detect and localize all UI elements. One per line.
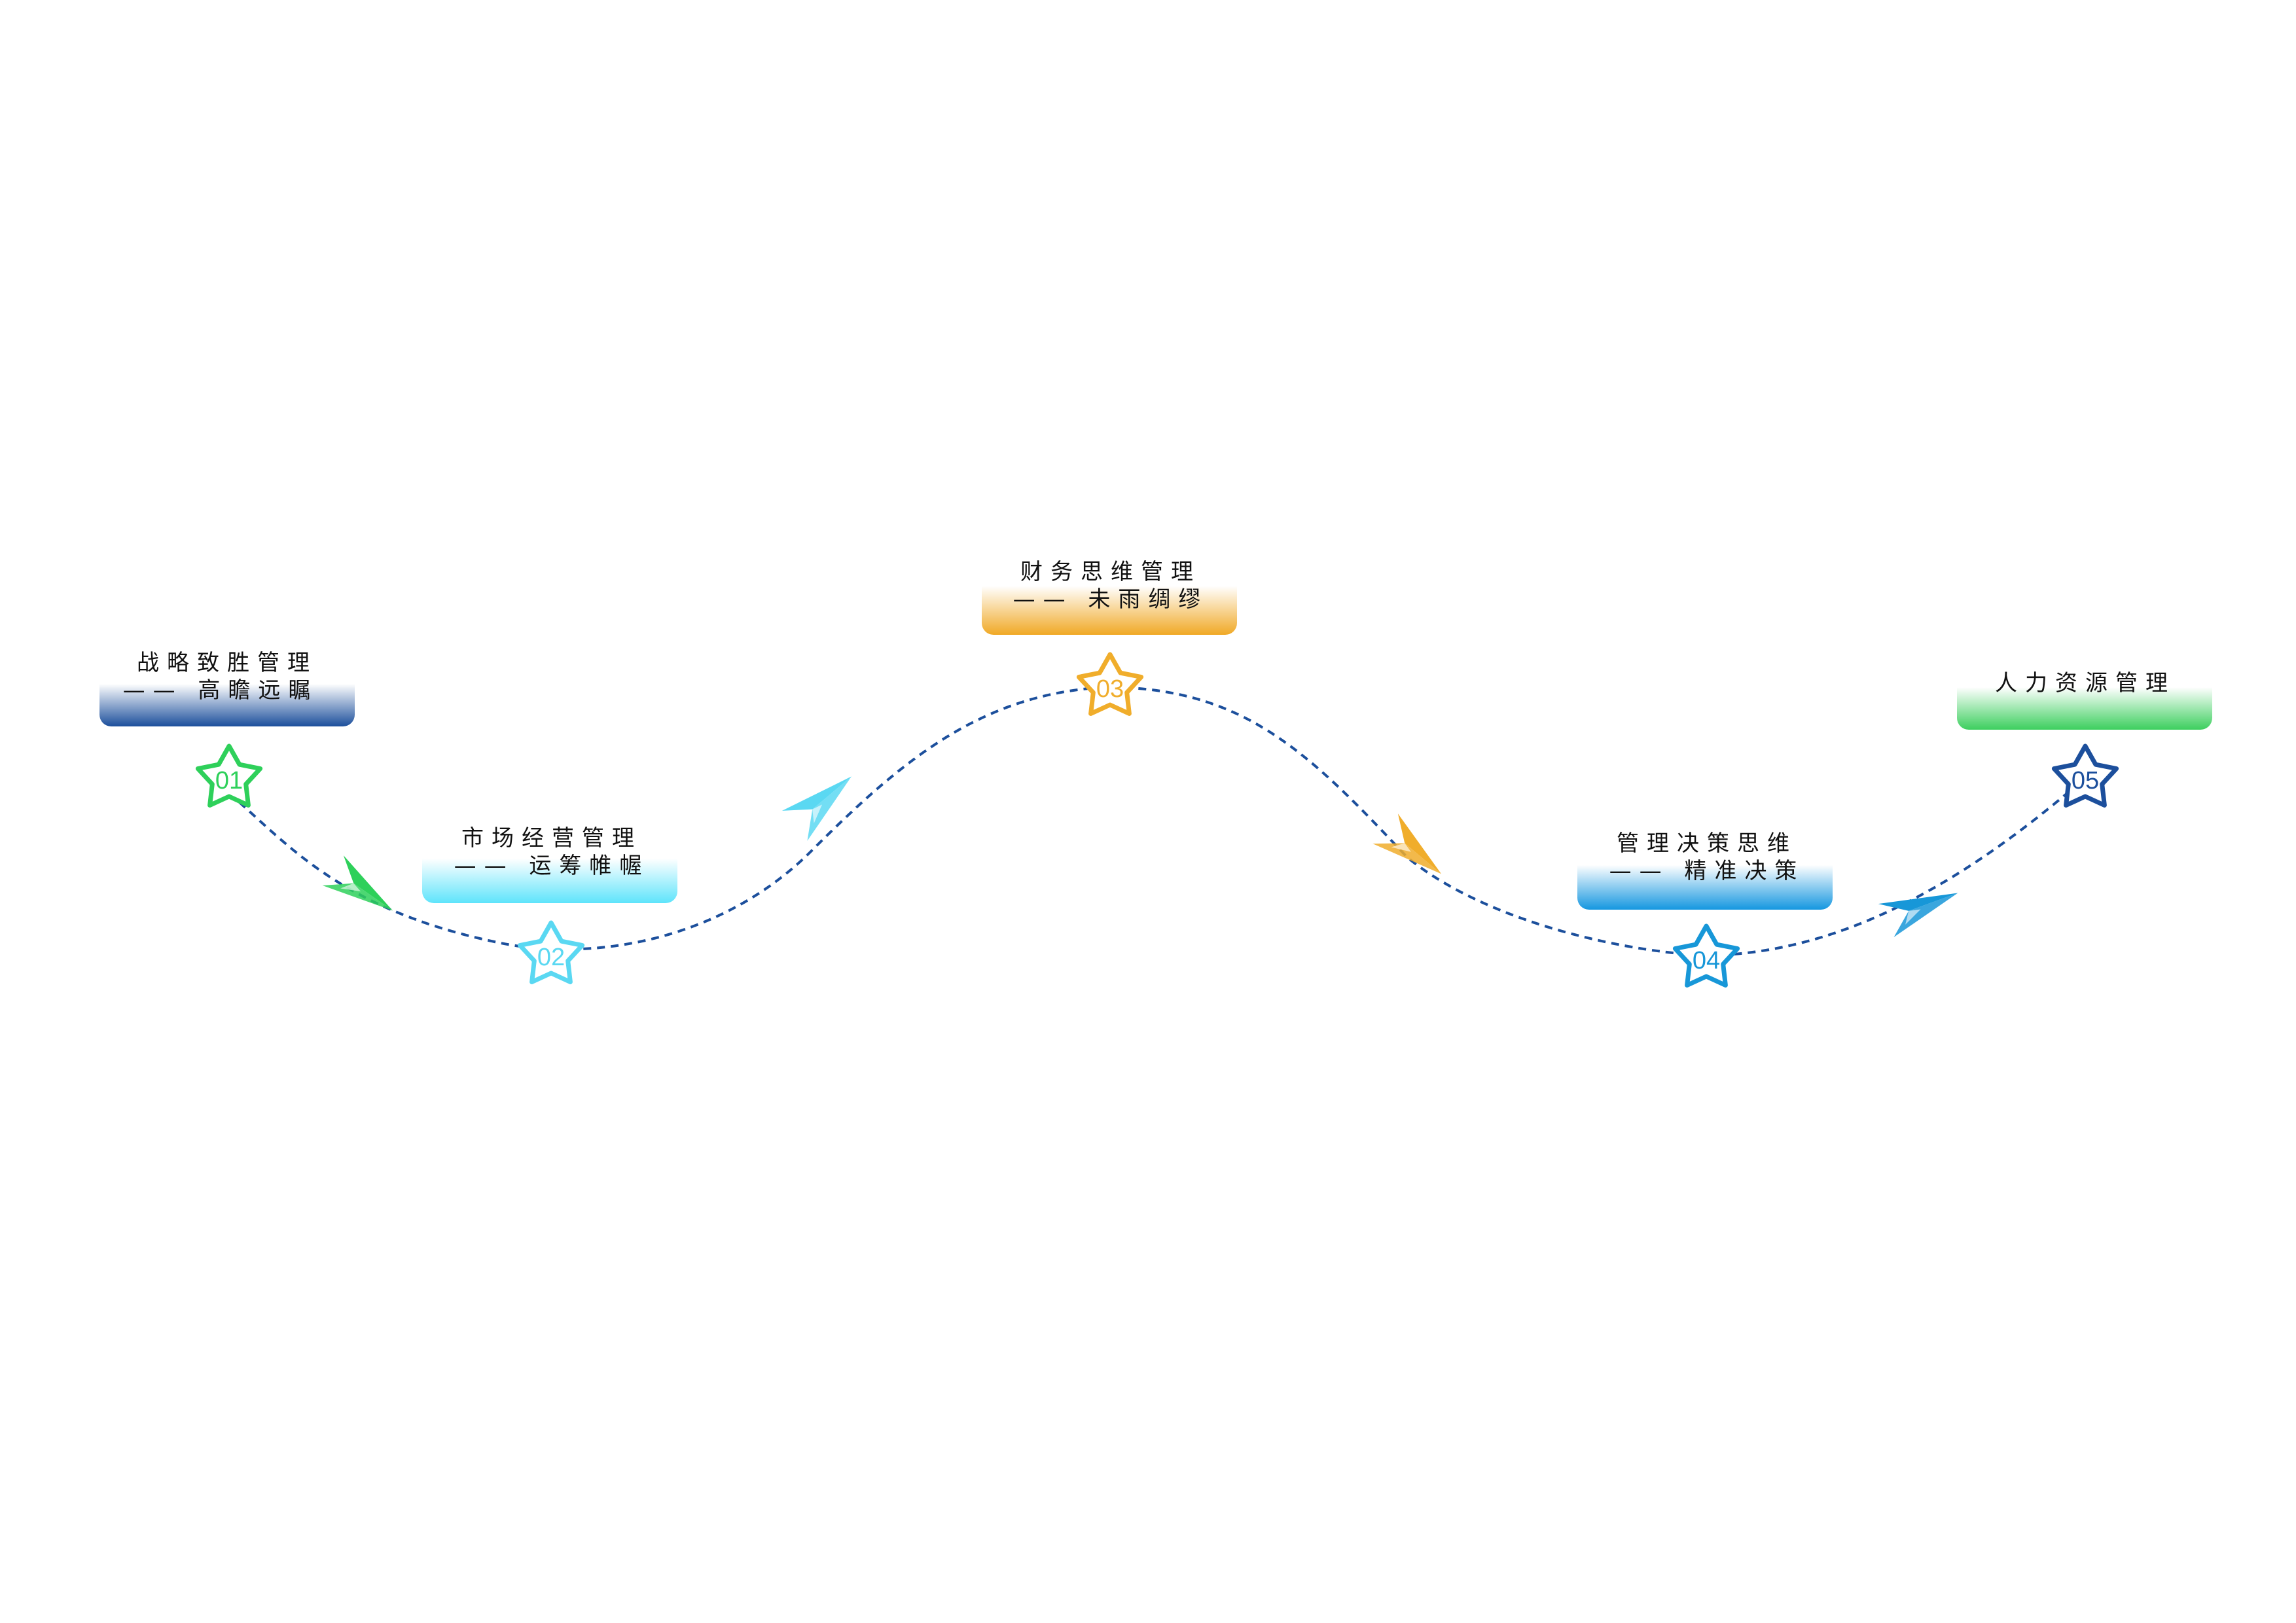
step-04-subtitle: —— 精准决策 <box>1609 858 1805 884</box>
step-05-label-box <box>1957 664 2212 730</box>
step-02-title: 市场经营管理 <box>461 825 642 851</box>
paper-plane-icon <box>781 776 852 841</box>
step-03: 财务思维管理 —— 未雨绸缪 03 <box>982 559 1237 716</box>
step-04-number: 04 <box>1693 947 1720 974</box>
step-04-label-box <box>1577 841 1833 910</box>
step-03-label-box <box>982 560 1237 635</box>
star-icon <box>1672 923 1740 988</box>
step-01-number: 01 <box>215 767 243 794</box>
step-01-label-box <box>99 661 355 726</box>
paper-plane-icon <box>1372 813 1442 874</box>
step-04-title: 管理决策思维 <box>1617 830 1797 857</box>
star-icon <box>2051 743 2119 808</box>
star-icon <box>1076 652 1144 716</box>
star-icon <box>195 743 263 808</box>
step-05-title: 人力资源管理 <box>1995 670 2176 696</box>
step-01: 战略致胜管理 —— 高瞻远瞩 01 <box>99 650 355 808</box>
step-05: 人力资源管理 05 <box>1957 664 2212 808</box>
paper-plane-icon <box>1878 893 1958 938</box>
step-02: 市场经营管理 —— 运筹帷幄 02 <box>422 825 677 984</box>
step-01-subtitle: —— 高瞻远瞩 <box>123 677 319 704</box>
dashed-route-line <box>228 685 2089 957</box>
step-02-number: 02 <box>537 944 565 971</box>
step-05-number: 05 <box>2072 767 2099 794</box>
step-03-title: 财务思维管理 <box>1020 559 1201 585</box>
paper-plane-icon <box>322 855 393 911</box>
step-01-title: 战略致胜管理 <box>137 650 317 676</box>
step-03-subtitle: —— 未雨绸缪 <box>1013 586 1209 613</box>
step-03-number: 03 <box>1096 675 1124 703</box>
step-04: 管理决策思维 —— 精准决策 04 <box>1577 830 1833 988</box>
step-02-subtitle: —— 运筹帷幄 <box>454 853 650 879</box>
step-02-label-box <box>422 834 677 903</box>
star-icon <box>517 920 585 984</box>
